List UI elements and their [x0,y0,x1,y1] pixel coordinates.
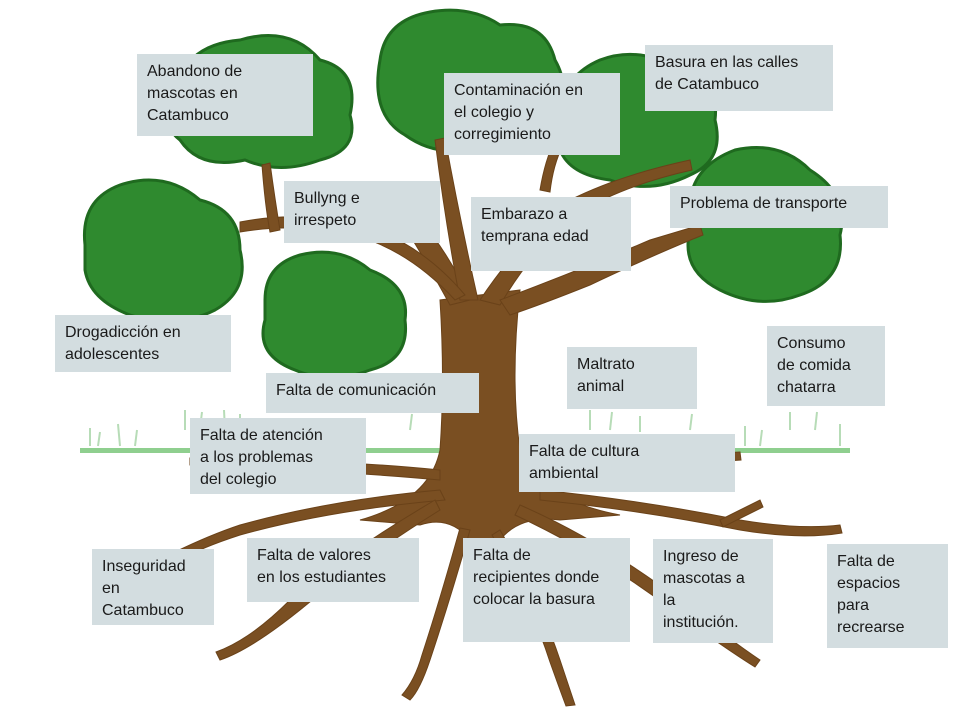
label-consumo: Consumo de comida chatarra [767,326,885,406]
label-contaminacion: Contaminación en el colegio y corregimie… [444,73,620,155]
label-ingreso: Ingreso de mascotas a la institución. [653,539,773,643]
label-comunicacion: Falta de comunicación [266,373,479,413]
label-maltrato: Maltrato animal [567,347,697,409]
label-cultura: Falta de cultura ambiental [519,434,735,492]
label-bullyng: Bullyng e irrespeto [284,181,440,243]
label-atencion: Falta de atención a los problemas del co… [190,418,366,494]
label-espacios: Falta de espacios para recrearse [827,544,948,648]
label-recipientes: Falta de recipientes donde colocar la ba… [463,538,630,642]
label-abandono: Abandono de mascotas en Catambuco [137,54,313,136]
label-drogadiccion: Drogadicción en adolescentes [55,315,231,372]
label-basura: Basura en las calles de Catambuco [645,45,833,111]
label-transporte: Problema de transporte [670,186,888,228]
label-valores: Falta de valores en los estudiantes [247,538,419,602]
label-embarazo: Embarazo a temprana edad [471,197,631,271]
label-inseguridad: Inseguridad en Catambuco [92,549,214,625]
